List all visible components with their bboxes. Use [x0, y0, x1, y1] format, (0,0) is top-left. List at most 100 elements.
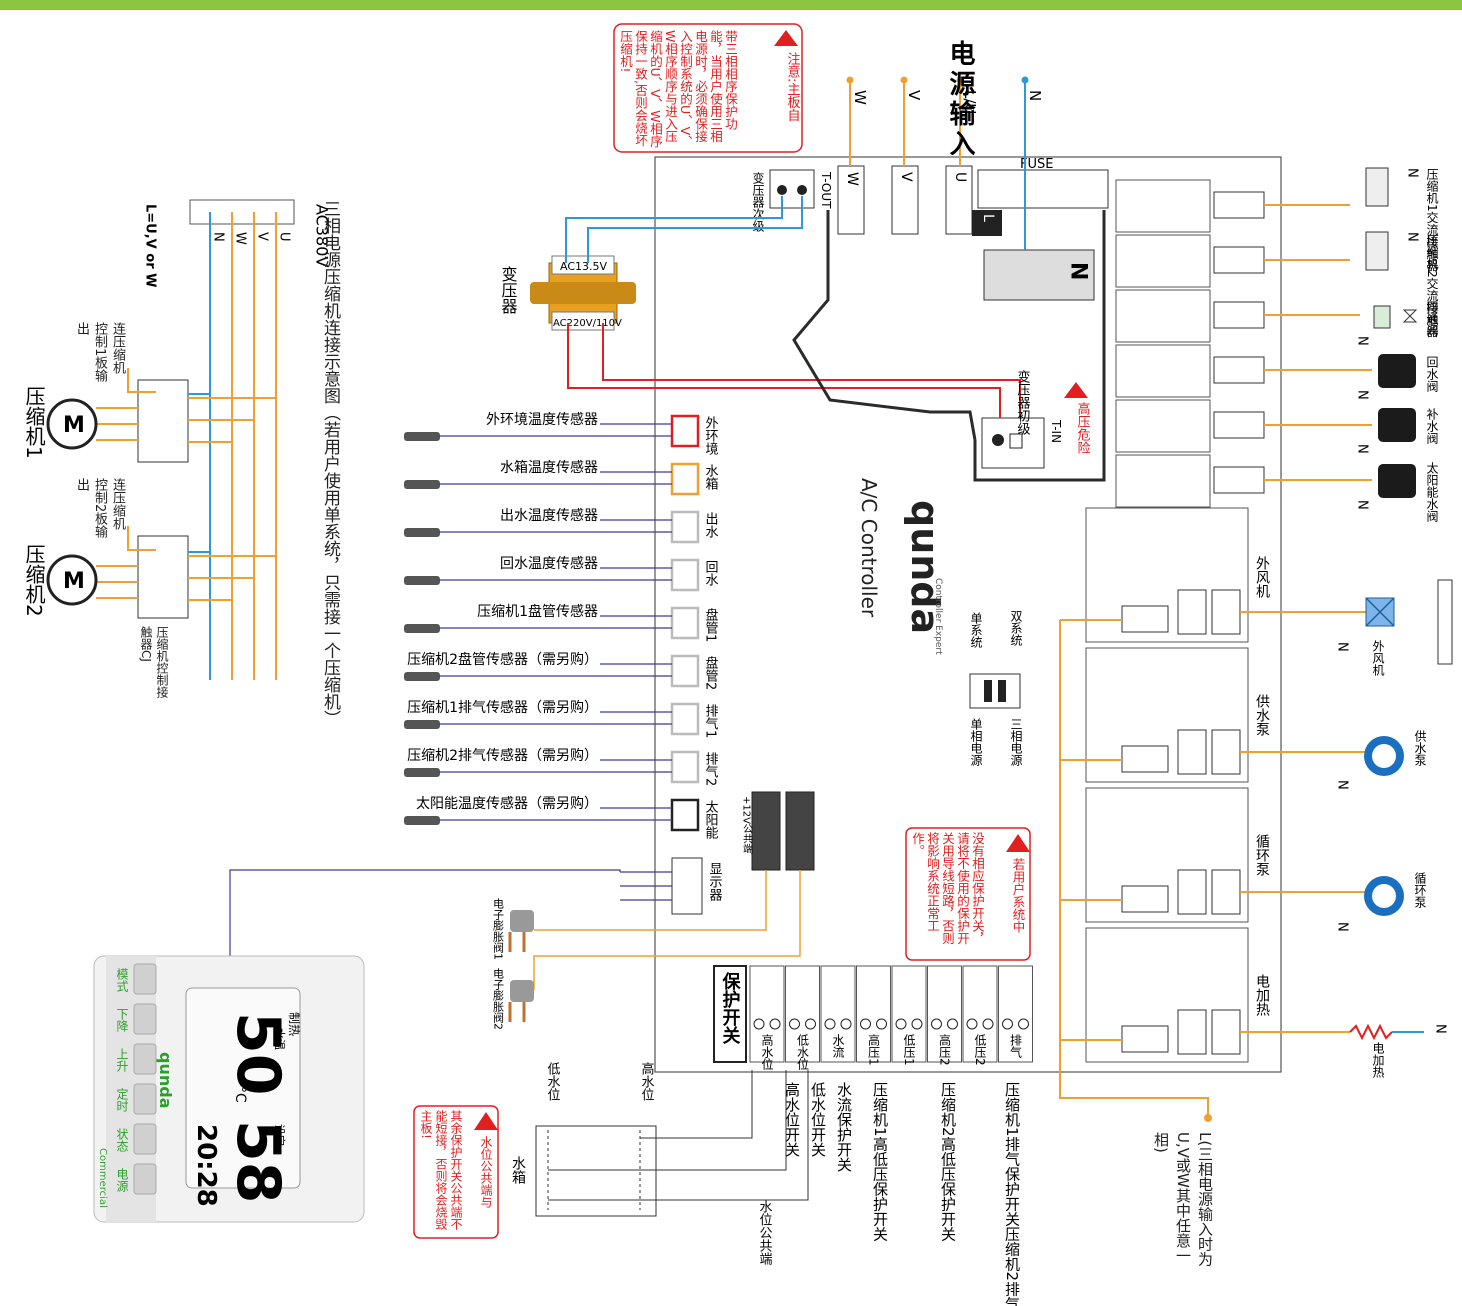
sensor-socket — [670, 654, 700, 688]
power-input-title: 电源输入 — [945, 40, 975, 160]
panel-button[interactable] — [133, 1083, 157, 1115]
protection-title-box — [713, 965, 747, 1063]
output-solar-valve: 太阳能水阀 — [1425, 461, 1439, 523]
protection-terminal — [998, 965, 1033, 1063]
contactor-cj-2 — [137, 535, 189, 619]
sensor-port-label: 盘管1 — [703, 607, 719, 642]
protection-switch-label: 压缩机1高低压保护开关 — [871, 1082, 889, 1242]
protection-port-label: 低水位 — [796, 1034, 810, 1070]
input-v: V — [905, 90, 923, 101]
protection-terminal — [820, 965, 856, 1063]
sensor-label: 水箱温度传感器 — [500, 459, 598, 476]
three-phase-voltage: AC380V — [313, 204, 332, 267]
n-5: N — [1355, 444, 1370, 454]
dip-three-phase: 三相电源 — [1009, 718, 1023, 767]
wired-controller-panel — [93, 955, 365, 1223]
protection-terminal — [856, 965, 891, 1063]
panel-button-label: 下降 — [115, 1008, 129, 1032]
transformer-secondary-port — [769, 169, 815, 209]
device-circulation-pump: 循环泵 — [1413, 872, 1427, 908]
display-port-label: 显示器 — [707, 862, 723, 902]
sensor-port-label: 排气2 — [703, 752, 719, 786]
relay-circulation-pump: 循环泵 — [1254, 834, 1270, 876]
panel-button-label: 定时 — [115, 1087, 129, 1112]
top-bar — [0, 0, 1462, 10]
panel-commercial: Commercial — [97, 1148, 108, 1208]
protection-terminal — [962, 965, 998, 1063]
temp-probe-icon — [404, 672, 440, 681]
protection-terminal — [785, 965, 820, 1063]
dip-single-phase: 单相电源 — [969, 718, 983, 767]
temp-probe-icon — [404, 480, 440, 489]
sensor-socket — [670, 606, 700, 640]
protection-port-label: 高水位 — [760, 1033, 774, 1070]
terminal-l-label: L — [980, 214, 996, 222]
dip-single: 单系统 — [969, 612, 983, 648]
solar-valve-icon — [1378, 464, 1416, 498]
transformer-spec-in: AC220V/110V — [553, 318, 622, 329]
relay-output-wires — [1060, 611, 1366, 1041]
transformer — [530, 255, 636, 331]
sensor-socket — [670, 462, 700, 496]
contactor-2-icon — [1365, 231, 1389, 271]
motor-1-label: M — [63, 413, 85, 438]
panel-button[interactable] — [133, 963, 157, 995]
sensor-port-label: 水箱 — [703, 464, 719, 490]
display-port — [671, 857, 703, 915]
protection-switch-label: 高水位开关 — [783, 1082, 801, 1157]
dip-switch[interactable] — [969, 673, 1021, 709]
bus-note: L=U,V or W — [143, 204, 158, 287]
n-2: N — [1405, 232, 1420, 242]
sensor-label: 外环境温度传感器 — [486, 411, 598, 428]
heater-icon — [1349, 1023, 1424, 1041]
comp1-output-label: 连压缩机控制1板输出 — [74, 322, 125, 383]
panel-set-label: 设定 — [273, 1124, 287, 1146]
sensor-socket — [670, 750, 700, 784]
protection-port-label: 高压1 — [867, 1033, 881, 1066]
sensor-port-label: 盘管2 — [703, 655, 719, 690]
bus-u: U — [277, 232, 292, 242]
warning-icon — [1006, 834, 1030, 852]
device-electric-heater: 电加热 — [1371, 1042, 1385, 1079]
sensor-label: 压缩机2排气传感器（需另购） — [407, 747, 598, 764]
contactor-1-icon — [1365, 167, 1389, 207]
panel-button[interactable] — [133, 1163, 157, 1195]
water-common-label: 水位公共端 — [757, 1200, 773, 1265]
phase-warning-text: 带三相相序保护功能，当用户使用三相电源时，必须确保接入控制系统的U、V、W相序顺… — [618, 30, 738, 148]
terminal-w-label: W — [844, 172, 860, 186]
n-6: N — [1355, 500, 1370, 510]
relay-supply-pump: 供水泵 — [1254, 694, 1270, 736]
fuse — [977, 169, 1109, 209]
sensor-label: 太阳能温度传感器（需另购） — [416, 795, 598, 812]
panel-button[interactable] — [133, 1003, 157, 1035]
protection-terminal — [927, 965, 962, 1063]
sensor-socket — [670, 414, 700, 448]
contactor-label: 压缩机控制接触器CJ — [139, 626, 169, 698]
t-in-label: T-IN — [1049, 419, 1063, 443]
temp-probe-icon — [404, 432, 440, 441]
protection-switch-label: 水流保护开关 — [835, 1082, 853, 1172]
panel-button[interactable] — [133, 1043, 157, 1075]
controller-board — [654, 156, 1282, 1073]
protection-title: 保护开关 — [720, 971, 742, 1045]
temp-probe-icon — [404, 720, 440, 729]
power-terminals — [837, 165, 1109, 301]
output-comp1-contactor: 压缩机1交流接触器 — [1425, 168, 1439, 272]
sensor-label: 回水温度传感器 — [500, 555, 598, 572]
water-warning-box: 水位公共端与 其余保护开关公共端不能短接，否则将会烧毁主板! — [413, 1105, 499, 1239]
temp-probe-icon — [404, 528, 440, 537]
high-voltage-label: 高压危险 — [1075, 401, 1091, 454]
terminal-v-label: V — [898, 172, 914, 182]
eev-2-label: 电子膨胀阀2 — [492, 968, 505, 1030]
contactor-cj-1 — [137, 379, 189, 463]
compressor-2-label: 压缩机2 — [22, 544, 46, 617]
panel-button[interactable] — [133, 1123, 157, 1155]
four-way-valve-icon — [1373, 305, 1418, 329]
temp-probe-icon — [404, 768, 440, 777]
sensor-port-label: 外环境 — [703, 416, 719, 455]
power-input-wires — [846, 76, 1029, 250]
terminal-v — [891, 165, 919, 235]
